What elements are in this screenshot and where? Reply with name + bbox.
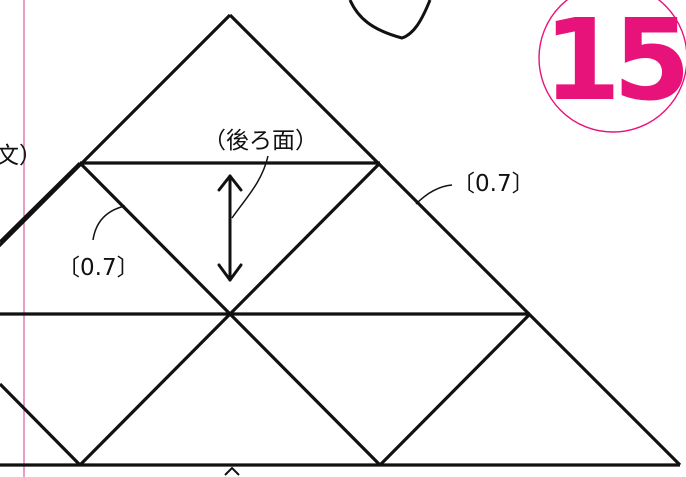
triangle-grid <box>0 13 682 467</box>
diagonal-inner-5 <box>378 312 532 467</box>
thickness-label-left: 〔0.7〕 <box>57 255 140 281</box>
leader-face-label <box>231 155 269 219</box>
face-label: （後ろ面） <box>203 128 318 154</box>
step-number-badge: 15 <box>538 0 686 133</box>
leader-thickness-left <box>92 205 126 241</box>
outer-edge-left <box>0 13 232 248</box>
double-arrow <box>217 174 243 282</box>
thickness-label-right: 〔0.7〕 <box>452 171 535 197</box>
diagonal-inner-2 <box>78 161 382 467</box>
diagonal-inner-4 <box>0 161 82 244</box>
cropped-outline-shape <box>348 0 432 40</box>
bottom-edge-mark <box>224 466 240 476</box>
arrow-head-down <box>217 263 243 282</box>
leader-thickness-right <box>415 184 453 205</box>
badge-circle <box>538 0 686 133</box>
arrow-head-up <box>217 174 243 192</box>
diagonal-inner-3 <box>0 382 82 467</box>
cut-edge-text: 文） <box>0 143 42 169</box>
outer-edge-right <box>228 13 682 467</box>
badge-number: 15 <box>543 0 684 126</box>
